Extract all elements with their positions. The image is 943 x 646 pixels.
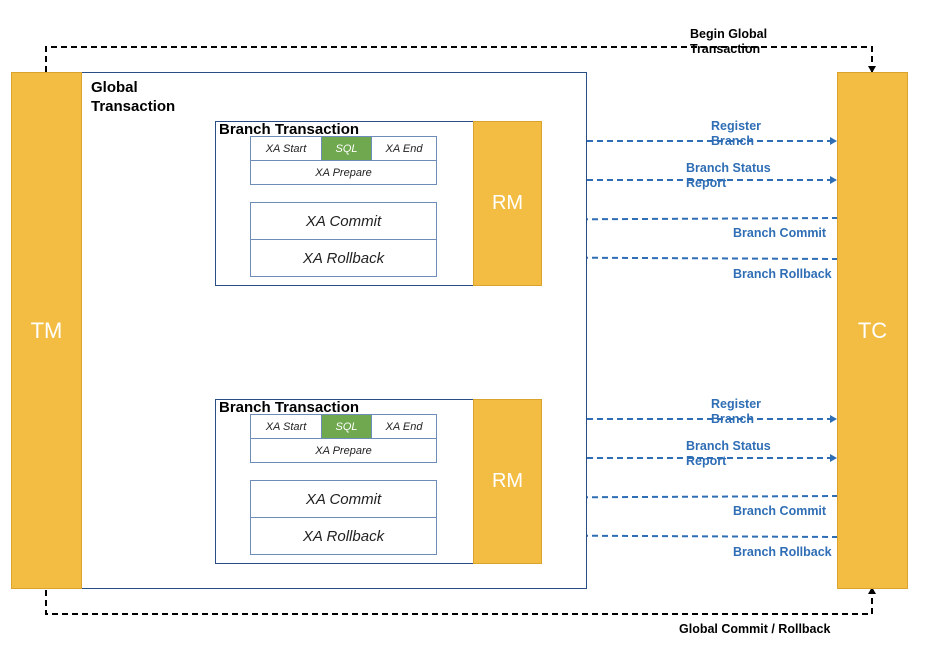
begin-global-transaction-label: Begin Global Transaction (690, 27, 768, 56)
xa-start-cell-1: XA Start (250, 136, 322, 161)
global-commit-rollback-label: Global Commit / Rollback (679, 622, 831, 636)
xa-rollback-cell-1: XA Rollback (250, 239, 437, 277)
xa-rollback-cell-2: XA Rollback (250, 517, 437, 555)
branch-transaction-label-2: Branch Transaction (219, 399, 360, 416)
tc-node: TC (837, 72, 908, 589)
rm-label-2: RM (491, 470, 524, 492)
branch-status-report-label-1: Branch Status Report (686, 161, 771, 190)
branch-status-report-label-2: Branch Status Report (686, 439, 771, 468)
xa-end-cell-2: XA End (371, 414, 437, 439)
xa-commit-cell-2: XA Commit (250, 480, 437, 518)
branch-rollback-label-1: Branch Rollback (733, 267, 832, 281)
xa-prepare-cell-2: XA Prepare (250, 438, 437, 463)
xa-end-cell-1: XA End (371, 136, 437, 161)
begin-global-arrow (45, 46, 876, 73)
sql-cell-2: SQL (321, 414, 372, 439)
rm-node-1: RM (473, 121, 542, 286)
xa-start-cell-2: XA Start (250, 414, 322, 439)
tc-label: TC (857, 317, 888, 343)
xa-commit-cell-1: XA Commit (250, 202, 437, 240)
rm-label-1: RM (491, 192, 524, 214)
branch-rollback-label-2: Branch Rollback (733, 545, 832, 559)
branch-commit-label-2: Branch Commit (733, 504, 827, 518)
branch-commit-label-1: Branch Commit (733, 226, 827, 240)
register-branch-label-1: Register Branch (711, 119, 762, 148)
branch-transaction-label-1: Branch Transaction (219, 121, 360, 138)
register-branch-label-2: Register Branch (711, 397, 762, 426)
tm-label: TM (30, 317, 63, 343)
tm-node: TM (11, 72, 82, 589)
global-transaction-label: Global Transaction (91, 79, 176, 115)
global-commit-rollback-line (45, 590, 872, 615)
rm-node-2: RM (473, 399, 542, 564)
xa-prepare-cell-1: XA Prepare (250, 160, 437, 185)
sql-cell-1: SQL (321, 136, 372, 161)
